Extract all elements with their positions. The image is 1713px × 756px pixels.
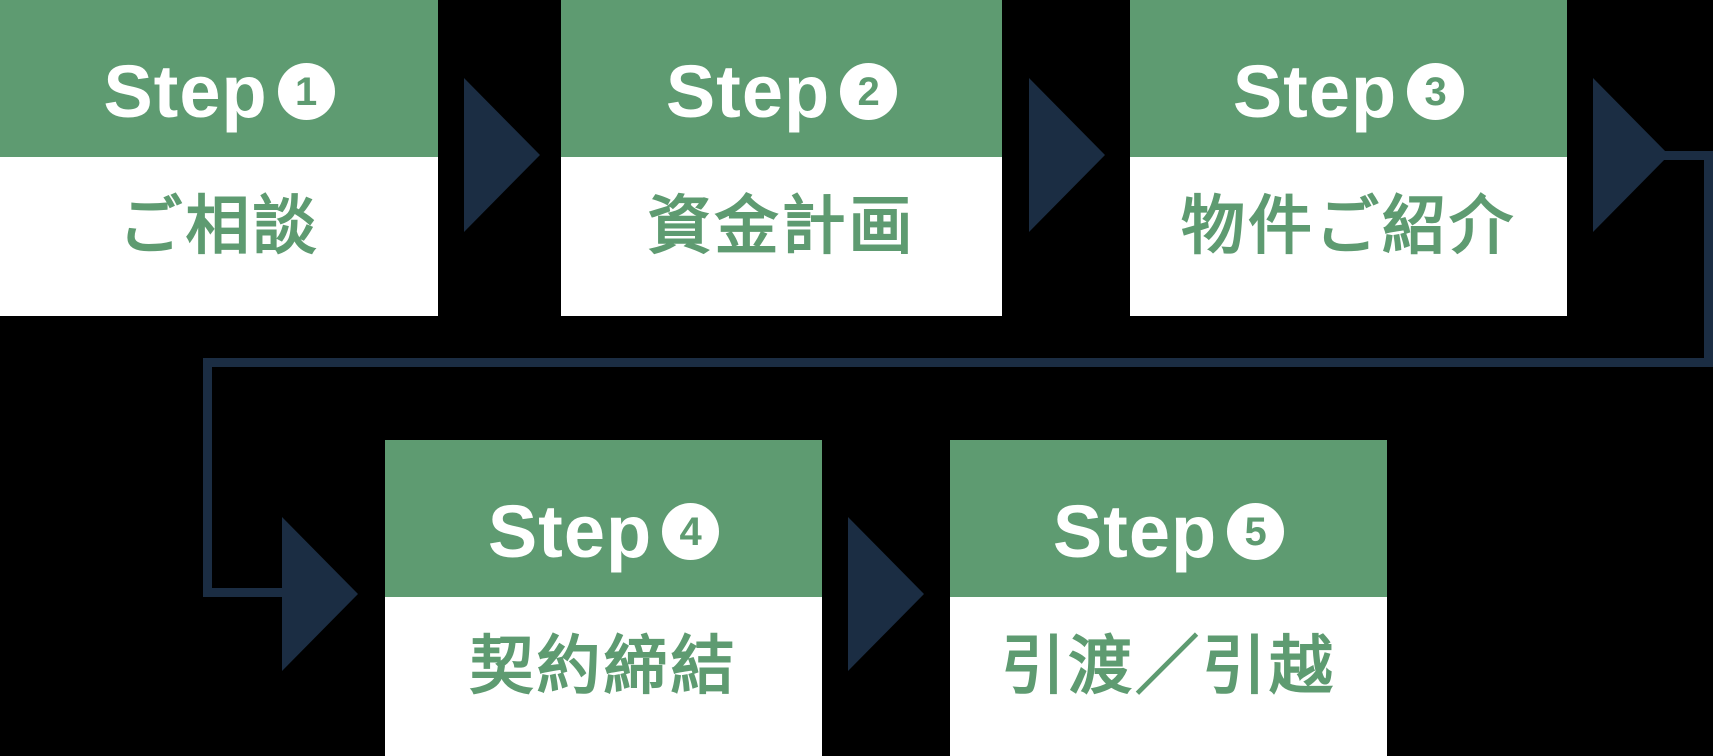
step-4-number: 4 [679,509,702,554]
step-2-number-badge: 2 [840,63,898,120]
step-5-body: 引渡／引越 [950,597,1387,756]
step-box-4: Step 4 契約締結 [385,440,822,756]
step-5-title: 引渡／引越 [1001,629,1336,702]
arrow-right-icon-5 [848,517,924,671]
step-1-label: Step [103,49,268,133]
step-5-number: 5 [1244,509,1267,554]
step-2-body: 資金計画 [561,157,1002,316]
step-box-5: Step 5 引渡／引越 [950,440,1387,756]
step-1-number: 1 [295,69,318,114]
step-5-header: Step 5 [950,440,1387,597]
step-2-title: 資金計画 [647,189,916,262]
arrow-right-icon-2 [1029,78,1105,232]
arrow-right-icon-1 [464,78,540,232]
step-5-number-badge: 5 [1227,503,1285,560]
arrow-right-icon-4 [282,517,358,671]
connector-line-middle-horizontal [203,358,1713,367]
step-4-body: 契約締結 [385,597,822,756]
step-3-title: 物件ご紹介 [1181,189,1516,262]
step-box-1: Step 1 ご相談 [0,0,438,316]
step-4-number-badge: 4 [662,503,720,560]
connector-line-top-right [1664,151,1713,160]
step-box-3: Step 3 物件ご紹介 [1130,0,1567,316]
connector-line-bottom-left [203,588,283,597]
step-3-number-badge: 3 [1407,63,1465,120]
step-2-number: 2 [857,69,880,114]
step-4-title: 契約締結 [469,629,738,702]
step-2-header: Step 2 [561,0,1002,157]
step-2-label: Step [665,49,831,133]
step-4-label: Step [487,489,653,573]
connector-line-right-vertical [1704,151,1713,367]
step-3-body: 物件ご紹介 [1130,157,1567,316]
connector-line-left-vertical [203,358,212,597]
step-1-body: ご相談 [0,157,438,316]
step-5-label: Step [1052,489,1218,573]
step-4-header: Step 4 [385,440,822,597]
step-box-2: Step 2 資金計画 [561,0,1002,316]
step-3-number: 3 [1424,69,1447,114]
step-3-label: Step [1232,49,1398,133]
step-3-header: Step 3 [1130,0,1567,157]
arrow-right-icon-3 [1593,78,1669,232]
step-1-title: ご相談 [118,189,320,262]
step-1-number-badge: 1 [277,63,335,120]
step-1-header: Step 1 [0,0,438,157]
